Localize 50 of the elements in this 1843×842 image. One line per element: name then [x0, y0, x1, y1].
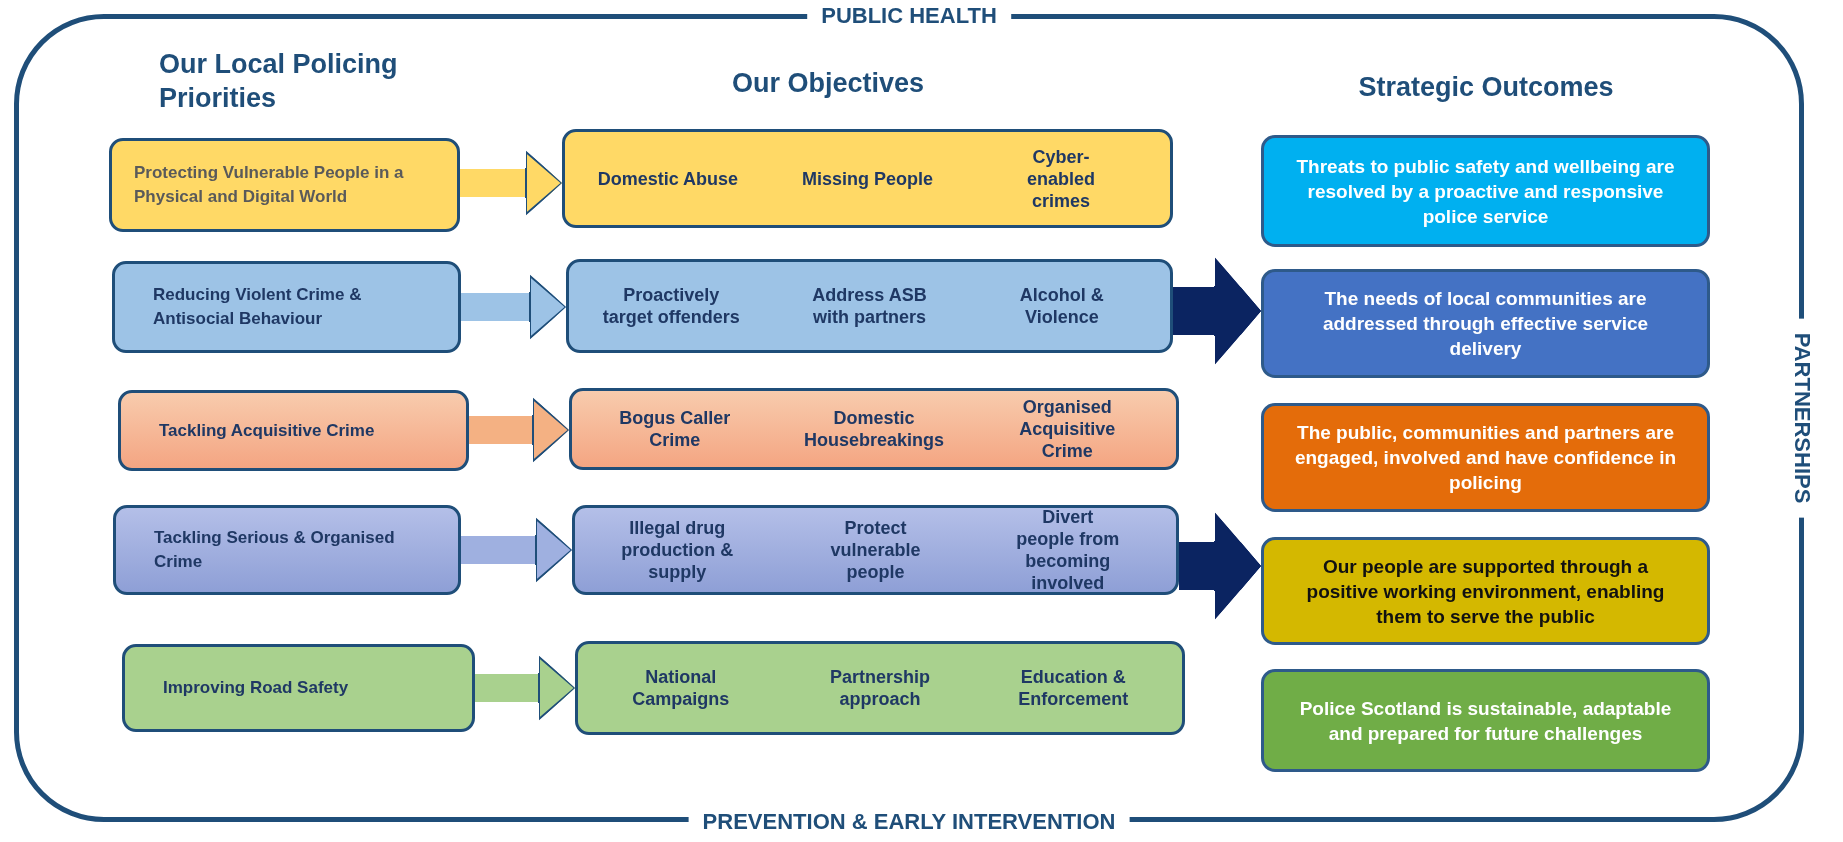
outcome-text: Our people are supported through a positive working environment, enabling them to serve the public	[1305, 554, 1666, 629]
arrow	[461, 275, 566, 339]
outcome-box	[1261, 403, 1710, 512]
objective-box	[569, 388, 1179, 470]
outcome-text: Police Scotland is sustainable, adaptable and prepared for future challenges	[1298, 696, 1673, 746]
outcome-box	[1261, 269, 1710, 378]
priority-box	[113, 505, 461, 595]
objective-box	[566, 259, 1173, 353]
objective-text: Proactively target offenders	[601, 284, 741, 328]
block-arrow	[1173, 258, 1261, 364]
column-heading: Strategic Outcomes	[1358, 71, 1614, 104]
priority-box	[122, 644, 475, 732]
arrow	[469, 398, 569, 462]
priority-text: Tackling Serious & Organised Crime	[153, 527, 396, 573]
priority-text: Improving Road Safety	[162, 677, 350, 699]
priority-text: Protecting Vulnerable People in a Physical and Digital World	[133, 162, 405, 208]
objective-text: National Campaigns	[631, 666, 731, 710]
column-heading: Our Objectives	[731, 67, 925, 100]
objective-text: Organised Acquisitive Crime	[1018, 396, 1117, 462]
objective-text: Domestic Abuse	[597, 167, 739, 190]
outcome-text: Threats to public safety and wellbeing are resolved by a proactive and responsive police service	[1295, 154, 1676, 229]
objective-text: Education & Enforcement	[1018, 666, 1129, 710]
priority-text: Reducing Violent Crime & Antisocial Behaviour	[152, 284, 363, 330]
objective-text: Address ASB with partners	[811, 284, 928, 328]
outcome-text: The needs of local communities are addressed through effective service delivery	[1321, 287, 1650, 361]
arrow	[460, 151, 562, 215]
objective-text: Missing People	[802, 167, 933, 190]
priority-box	[112, 261, 461, 353]
priority-text: Tackling Acquisitive Crime	[158, 419, 376, 442]
objective-box	[575, 641, 1185, 735]
objective-text: Bogus Caller Crime	[618, 407, 732, 451]
priority-box	[109, 138, 460, 232]
objective-text: Domestic Housebreakings	[802, 407, 945, 451]
objective-text: Protect vulnerable people	[829, 517, 922, 583]
objective-text: Alcohol & Violence	[1018, 284, 1105, 328]
objective-text: Divert people from becoming involved	[1015, 506, 1121, 594]
outcome-text: The public, communities and partners are engaged, involved and have confidence in policing	[1293, 421, 1678, 495]
outcome-box	[1261, 135, 1710, 247]
outcome-box	[1261, 669, 1710, 772]
objective-text: Illegal drug production & supply	[620, 517, 735, 583]
objective-box	[572, 505, 1179, 595]
objective-box	[562, 129, 1173, 228]
block-arrow	[1179, 513, 1261, 619]
outcome-box	[1261, 537, 1710, 645]
arrow	[461, 518, 572, 582]
priority-box	[118, 390, 469, 471]
arrow	[475, 656, 575, 720]
column-heading: Our Local Policing Priorities	[159, 48, 399, 115]
objective-text: Cyber-enabled crimes	[1026, 145, 1097, 212]
objective-text: Partnership approach	[829, 666, 931, 710]
